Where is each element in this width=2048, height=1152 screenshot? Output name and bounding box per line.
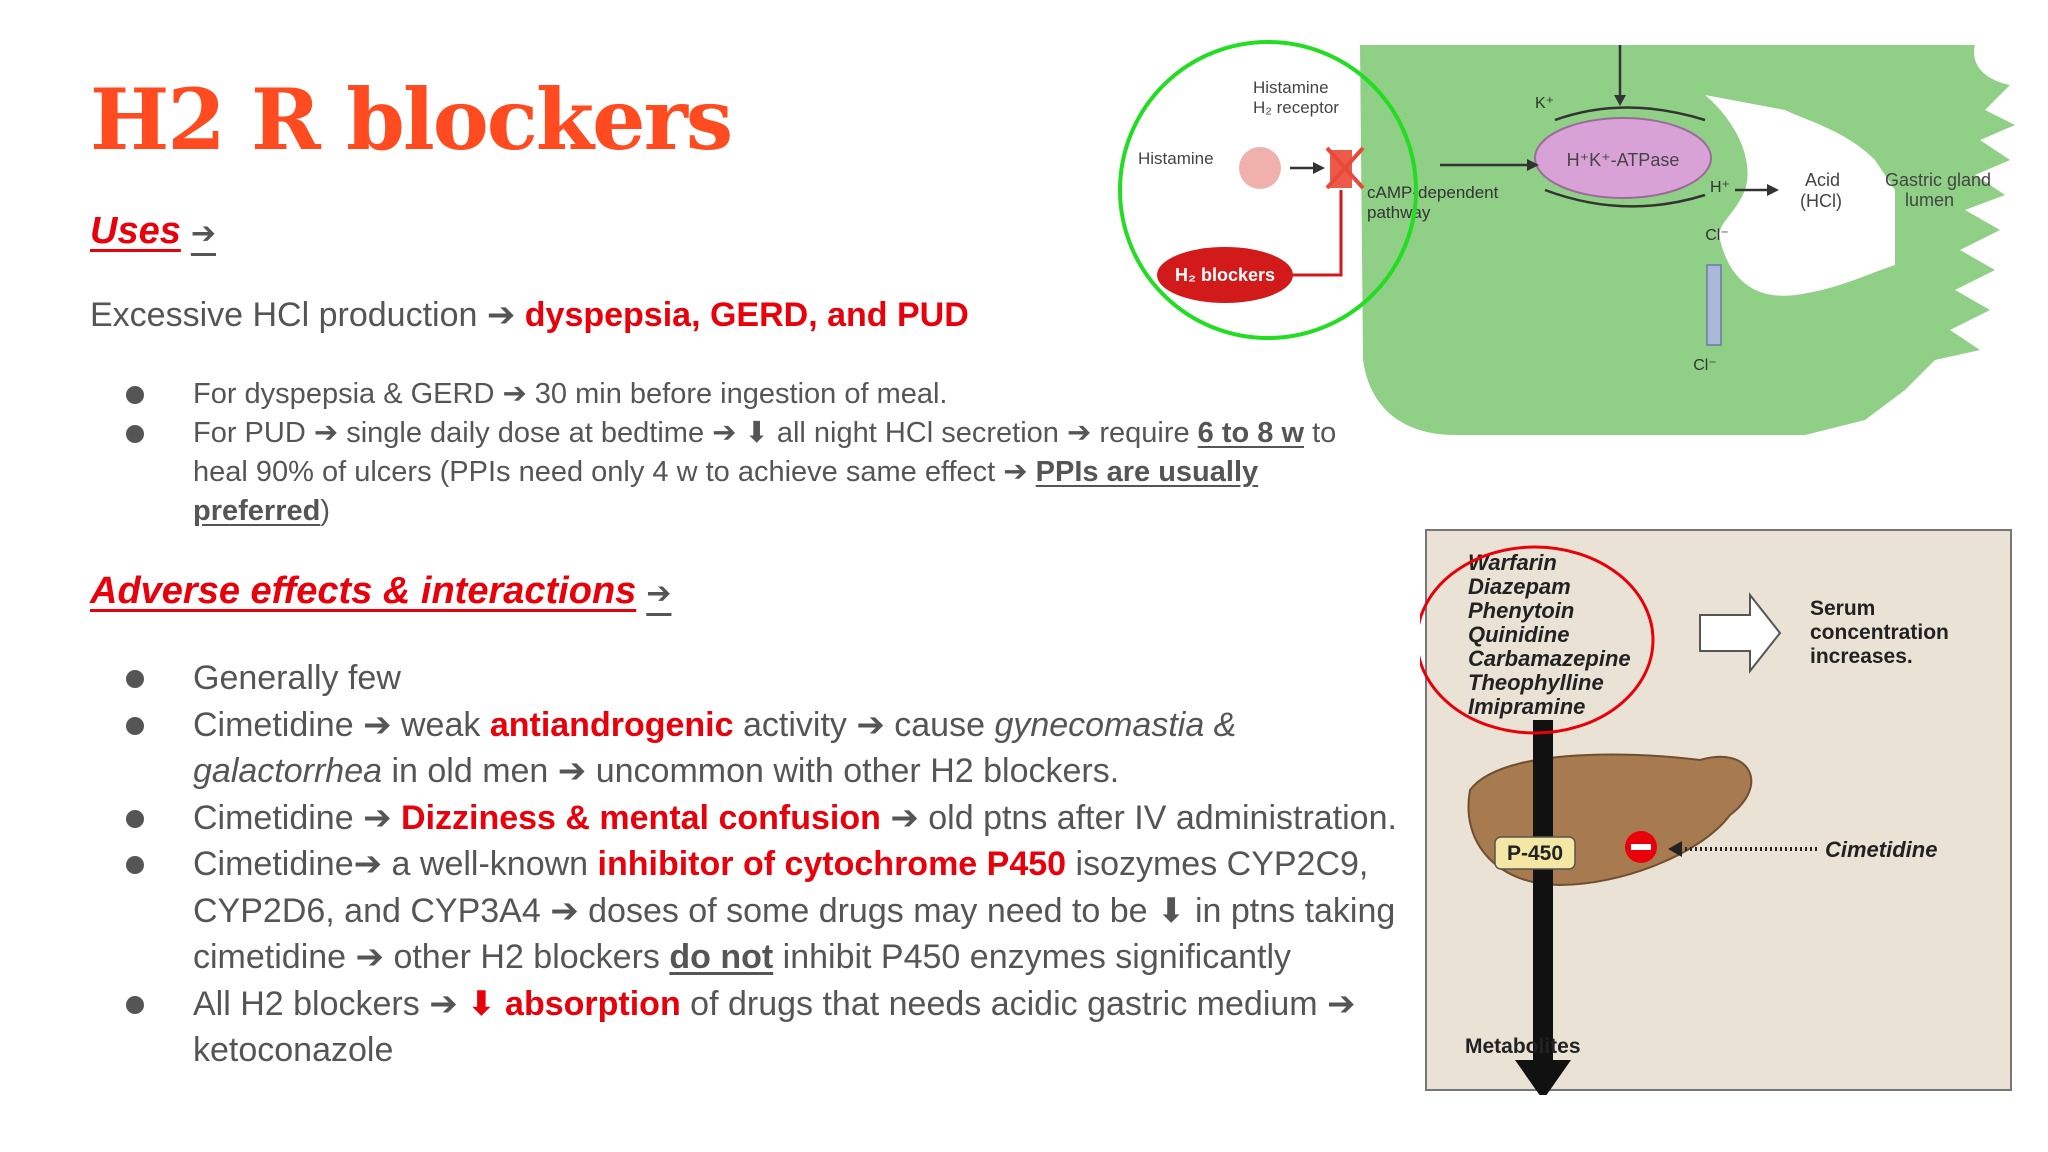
uses-bullet-dyspepsia: For dyspepsia & GERD ➔ 30 min before ing… [90, 375, 1390, 414]
adverse-b4-post: inhibit P450 enzymes significantly [773, 938, 1292, 976]
drug-imipramine: Imipramine [1468, 694, 1585, 719]
cl-channel [1706, 264, 1722, 346]
proton-pump [1534, 117, 1712, 199]
adverse-b2-post: in old men ➔ uncommon with other H2 bloc… [382, 752, 1120, 790]
p450-interaction-figure: Warfarin Diazepam Phenytoin Quinidine Ca… [1415, 525, 2020, 1100]
acid-label: Acid [1805, 170, 1840, 190]
h2-blockers-label: H₂ blockers [1175, 265, 1275, 285]
inhibit-minus [1631, 844, 1651, 850]
adverse-b5-red: ⬇ absorption [467, 984, 681, 1023]
cimetidine-label: Cimetidine [1825, 837, 1937, 862]
uses-lead-prefix: Excessive HCl production ➔ [90, 296, 525, 334]
adverse-b2-italic: gynecomastia & galactorrhea [193, 705, 1237, 791]
uses-arrow: ➔ [190, 217, 216, 250]
metabolism-arrow-shaft [1533, 720, 1553, 1065]
uses-lead: Excessive HCl production ➔ dyspepsia, GE… [90, 295, 969, 335]
k-label: K⁺ [1535, 95, 1554, 112]
drug-quinidine: Quinidine [1468, 622, 1569, 647]
adverse-b2-mid: activity ➔ cause [733, 705, 995, 744]
atpase-label: H⁺K⁺-ATPase [1567, 150, 1680, 170]
uses-bullet-2-bold2: PPIs are usually preferred [193, 456, 1259, 527]
block-x-2 [1325, 146, 1365, 190]
camp-label: cAMP-dependent [1367, 183, 1499, 202]
parietal-cell-figure: H⁺K⁺-ATPase K⁺ H⁺ Acid (HCl) Gastric gla… [1105, 40, 2040, 450]
serum-label-3: increases. [1810, 645, 1913, 668]
camp-arrowhead [1527, 159, 1539, 171]
adverse-bullet-general: Generally few [90, 655, 1410, 702]
adverse-b3-pre: Cimetidine ➔ [193, 798, 402, 837]
gland-lumen [1705, 95, 1895, 296]
acid-arrowhead [1767, 184, 1779, 196]
uses-bullet-2-post: ) [320, 495, 330, 527]
adverse-bullet-p450: Cimetidine➔ a well-known inhibitor of cy… [90, 841, 1410, 981]
receptor-label-2: H₂ receptor [1253, 98, 1339, 117]
histamine-label: Histamine [1138, 149, 1214, 168]
drug-list: Warfarin Diazepam Phenytoin Quinidine Ca… [1468, 550, 1631, 719]
receptor-label: Histamine [1253, 78, 1329, 97]
adverse-heading: Adverse effects & interactions ➔ [90, 570, 671, 613]
uses-bullet-2-pre: For PUD ➔ single daily dose at bedtime ➔… [193, 417, 1198, 449]
uses-bullet-2-mid: to heal 90% of ulcers (PPIs need only 4 … [193, 417, 1337, 488]
p450-svg: Warfarin Diazepam Phenytoin Quinidine Ca… [1415, 529, 2012, 1100]
drug-phenytoin: Phenytoin [1468, 598, 1574, 623]
h-label: H⁺ [1710, 179, 1730, 196]
uses-bullet-1-text: For dyspepsia & GERD ➔ 30 min before ing… [193, 378, 948, 410]
cl-label-bottom: Cl⁻ [1693, 357, 1717, 374]
uses-heading-text: Uses [90, 210, 181, 252]
p450-box [1494, 836, 1576, 870]
acid-label-2: (HCl) [1800, 191, 1842, 211]
camp-label-2: pathway [1367, 203, 1431, 222]
signal-arrowhead [1614, 95, 1626, 106]
drug-diazepam: Diazepam [1468, 574, 1571, 599]
parietal-cell-body [1360, 45, 2015, 435]
p450-label: P-450 [1507, 842, 1563, 865]
adverse-b3-red: Dizziness & mental confusion [401, 798, 881, 837]
adverse-b2-pre: Cimetidine ➔ weak [193, 705, 490, 744]
h-arrow [1544, 188, 1706, 208]
k-arrow [1554, 106, 1706, 122]
cl-label-top: Cl⁻ [1705, 227, 1729, 244]
adverse-b4-bold: do not [669, 938, 774, 976]
adverse-list: Generally few Cimetidine ➔ weak antiandr… [90, 655, 1410, 1074]
serum-text: Serum concentration increases. [1810, 597, 1949, 668]
adverse-b5-pre: All H2 blockers ➔ [193, 984, 468, 1023]
adverse-bullet-antiandrogenic: Cimetidine ➔ weak antiandrogenic activit… [90, 702, 1410, 795]
increase-arrow [1699, 592, 1782, 674]
adverse-b2-red: antiandrogenic [489, 705, 734, 744]
uses-heading: Uses ➔ [90, 210, 216, 253]
metabolism-arrowhead [1515, 1060, 1571, 1100]
adverse-b3-post: ➔ old ptns after IV administration. [880, 798, 1397, 837]
adverse-b4-mid: isozymes CYP2C9, CYP2D6, and CYP3A4 ➔ do… [193, 845, 1396, 976]
h2-blockers-shape [1157, 247, 1293, 303]
adverse-b4-pre: Cimetidine➔ a well-known [193, 845, 598, 883]
green-highlight-circle [1118, 40, 1418, 340]
metabolites-label: Metabolites [1465, 1035, 1581, 1058]
drug-warfarin: Warfarin [1468, 550, 1557, 575]
serum-label: Serum [1810, 597, 1875, 620]
uses-bullet-2-bold: 6 to 8 w [1197, 417, 1305, 449]
lumen-label-2: lumen [1905, 190, 1954, 210]
uses-lead-highlight: dyspepsia, GERD, and PUD [524, 296, 969, 334]
lumen-label: Gastric gland [1885, 170, 1991, 190]
uses-bullet-pud: For PUD ➔ single daily dose at bedtime ➔… [90, 414, 1390, 531]
adverse-arrow: ➔ [646, 577, 672, 610]
adverse-bullet-dizziness: Cimetidine ➔ Dizziness & mental confusio… [90, 795, 1410, 842]
histamine-molecule [1239, 147, 1281, 189]
adverse-b5-post: of drugs that needs acidic gastric mediu… [193, 984, 1356, 1070]
histamine-arrowhead [1313, 162, 1325, 174]
adverse-heading-text: Adverse effects & interactions [90, 570, 637, 612]
parietal-cell-svg: H⁺K⁺-ATPase K⁺ H⁺ Acid (HCl) Gastric gla… [1118, 40, 2015, 435]
adverse-b4-red: inhibitor of cytochrome P450 [597, 845, 1067, 883]
slide-title: H2 R blockers [90, 70, 733, 169]
adverse-b1-text: Generally few [193, 659, 401, 697]
cimetidine-arrowhead [1668, 841, 1682, 857]
adverse-bullet-absorption: All H2 blockers ➔ ⬇ absorption of drugs … [90, 981, 1410, 1074]
drug-carbamazepine: Carbamazepine [1468, 646, 1631, 671]
uses-list: For dyspepsia & GERD ➔ 30 min before ing… [90, 375, 1390, 531]
drug-theophylline: Theophylline [1468, 670, 1604, 695]
blocker-line [1280, 190, 1343, 277]
serum-label-2: concentration [1810, 621, 1949, 644]
